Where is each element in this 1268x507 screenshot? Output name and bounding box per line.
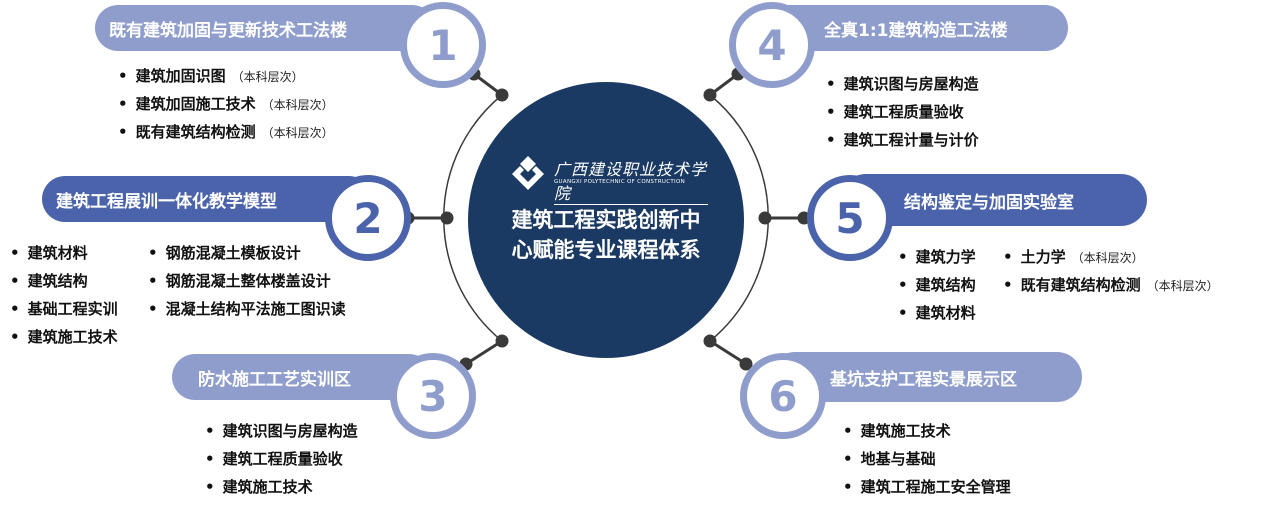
logo-cn-text: 广西建设职业技术学院: [554, 156, 708, 205]
node-1-title: 既有建筑加固与更新技术工法楼: [95, 5, 435, 51]
node-6-item: •建筑工程施工安全管理: [843, 478, 1011, 496]
node-3-title: 防水施工工艺实训区: [172, 354, 432, 400]
connector-dot: [440, 211, 454, 225]
node-4-item: •建筑识图与房屋构造: [826, 75, 979, 93]
node-2-item: •钢筋混凝土模板设计: [148, 244, 301, 262]
connector-dot: [703, 334, 717, 348]
node-6-number: 6: [740, 353, 826, 439]
node-5-item: •土力学（本科层次）: [1003, 248, 1144, 266]
node-2-number: 2: [325, 175, 411, 261]
node-5-item: •建筑结构: [898, 276, 976, 294]
node-4-item: •建筑工程计量与计价: [826, 131, 979, 149]
node-5-item: •建筑力学: [898, 248, 976, 266]
node-4-number: 4: [729, 2, 815, 88]
node-3-item: •建筑施工技术: [205, 478, 313, 496]
node-5-title: 结构鉴定与加固实验室: [840, 174, 1147, 226]
node-1-item: •既有建筑结构检测（本科层次）: [118, 123, 334, 141]
center-title-line1: 建筑工程实践创新中: [511, 208, 701, 232]
node-2-title: 建筑工程展训一体化教学模型: [42, 176, 372, 222]
node-3-number: 3: [390, 353, 476, 439]
node-1-item: •建筑加固施工技术（本科层次）: [118, 95, 334, 113]
node-2-item: •混凝土结构平法施工图识读: [148, 300, 346, 318]
center-hub: 广西建设职业技术学院 GUANGXI POLYTECHNIC OF CONSTR…: [468, 82, 744, 358]
node-5-item: •建筑材料: [898, 304, 976, 322]
connector-dot: [703, 88, 717, 102]
node-2-item: •基础工程实训: [10, 300, 118, 318]
node-3-item: •建筑工程质量验收: [205, 450, 343, 468]
connector-dot: [495, 88, 509, 102]
node-6-item: •建筑施工技术: [843, 422, 951, 440]
node-5-item: •既有建筑结构检测（本科层次）: [1003, 276, 1219, 294]
center-title-line2: 心赋能专业课程体系: [511, 238, 701, 262]
node-6-title: 基坑支护工程实景展示区: [770, 352, 1082, 402]
node-2-item: •钢筋混凝土整体楼盖设计: [148, 272, 331, 290]
connector-dot: [758, 211, 772, 225]
logo-mark-icon: [512, 156, 544, 190]
node-6-item: •地基与基础: [843, 450, 936, 468]
node-4-item: •建筑工程质量验收: [826, 103, 964, 121]
node-5-number: 5: [807, 175, 893, 261]
college-logo: 广西建设职业技术学院 GUANGXI POLYTECHNIC OF CONSTR…: [508, 154, 708, 205]
node-1-item: •建筑加固识图（本科层次）: [118, 67, 304, 85]
node-2-item: •建筑材料: [10, 244, 88, 262]
node-1-number: 1: [400, 2, 486, 88]
logo-en-text: GUANGXI POLYTECHNIC OF CONSTRUCTION: [554, 179, 686, 185]
node-2-item: •建筑结构: [10, 272, 88, 290]
connector-dot: [495, 334, 509, 348]
connector-dot: [739, 357, 753, 371]
node-2-item: •建筑施工技术: [10, 328, 118, 346]
node-3-item: •建筑识图与房屋构造: [205, 422, 358, 440]
node-4-title: 全真1:1建筑构造工法楼: [760, 5, 1068, 51]
